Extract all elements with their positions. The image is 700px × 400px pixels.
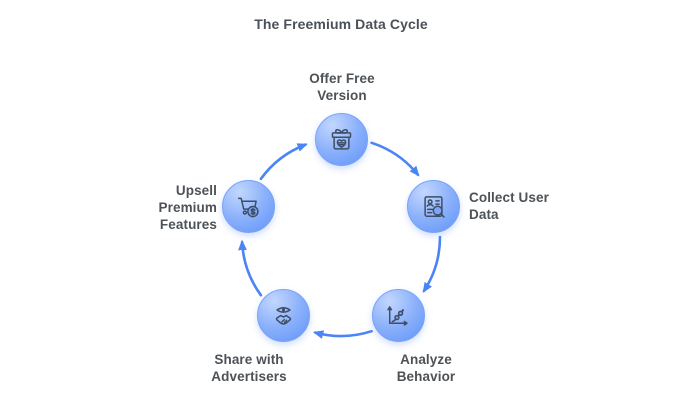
cycle-arrow-analyze-to-share — [312, 329, 373, 339]
growth-chart-icon — [383, 300, 414, 331]
cycle-node-upsell — [221, 180, 275, 234]
node-label-offer: Offer Free Version — [309, 71, 375, 103]
node-label-share: Share with Advertisers — [211, 352, 287, 384]
cycle-arrow-upsell-to-offer — [259, 143, 308, 181]
cycle-node-offer — [314, 113, 368, 166]
cycle-node-collect — [407, 180, 461, 234]
node-label-upsell: Upsell Premium Features — [158, 183, 217, 232]
cycle-node-share — [257, 289, 311, 343]
node-label-collect: Collect User Data — [469, 190, 549, 222]
cycle-arrow-offer-to-collect — [370, 141, 420, 177]
gift-icon — [326, 124, 357, 155]
user-document-search-icon — [418, 191, 449, 222]
diagram-title: The Freemium Data Cycle — [254, 16, 428, 32]
eye-handshake-icon — [268, 300, 299, 331]
cycle-arrow-share-to-upsell — [238, 239, 263, 297]
cycle-arrow-collect-to-analyze — [422, 235, 442, 294]
cycle-node-analyze — [371, 289, 425, 343]
node-label-analyze: Analyze Behavior — [396, 352, 456, 384]
cart-dollar-icon — [233, 191, 264, 222]
